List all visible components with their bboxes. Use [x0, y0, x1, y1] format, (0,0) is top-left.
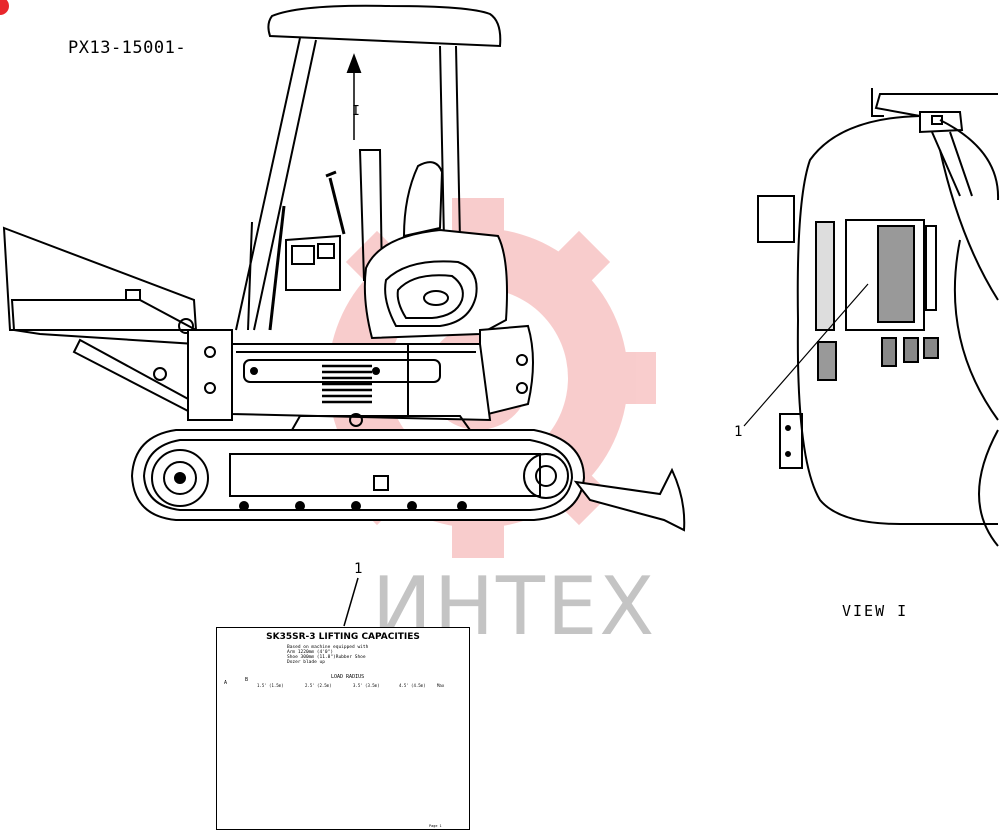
callout-leader — [343, 577, 359, 627]
decal-radius-heading: Max — [437, 683, 445, 688]
callout-number-right: 1 — [734, 424, 743, 440]
callout-number-bottom: 1 — [354, 561, 363, 577]
decal-basis-line: Based on machine equipped with — [287, 645, 369, 650]
decal-radius-heading: 1.5' (1.5m) — [257, 683, 284, 688]
lifting-capacity-decal: SK35SR-3 LIFTING CAPACITIES Based on mac… — [216, 627, 470, 830]
decal-radius-heading: 2.5' (2.5m) — [305, 683, 332, 688]
decal-basis-line: Shoe 300mm (11.8")Rubber Shoe — [287, 655, 366, 660]
decal-radius-heading: 3.5' (3.5m) — [353, 683, 380, 688]
decal-footer: Page 1 — [429, 824, 442, 828]
decal-radius-title: LOAD RADIUS — [331, 674, 365, 680]
decal-col-a: A — [224, 680, 228, 686]
part-code: PX13-15001- — [68, 38, 187, 58]
corner-mark-icon — [0, 0, 9, 15]
decal-title: SK35SR-3 LIFTING CAPACITIES — [266, 632, 420, 642]
view-marker-label: I — [352, 104, 360, 119]
decal-basis-line: Dozer blade up — [287, 660, 325, 665]
decal-col-b: B — [245, 677, 249, 683]
view-i-detail — [743, 88, 1000, 547]
excavator-drawing — [2, 4, 686, 532]
view-caption: VIEW I — [842, 602, 909, 620]
decal-radius-heading: 4.5' (4.5m) — [399, 683, 426, 688]
decal-basis: Based on machine equipped with Arm 1220m… — [287, 645, 368, 665]
decal-basis-line: Arm 1220mm (4'0") — [287, 650, 334, 655]
